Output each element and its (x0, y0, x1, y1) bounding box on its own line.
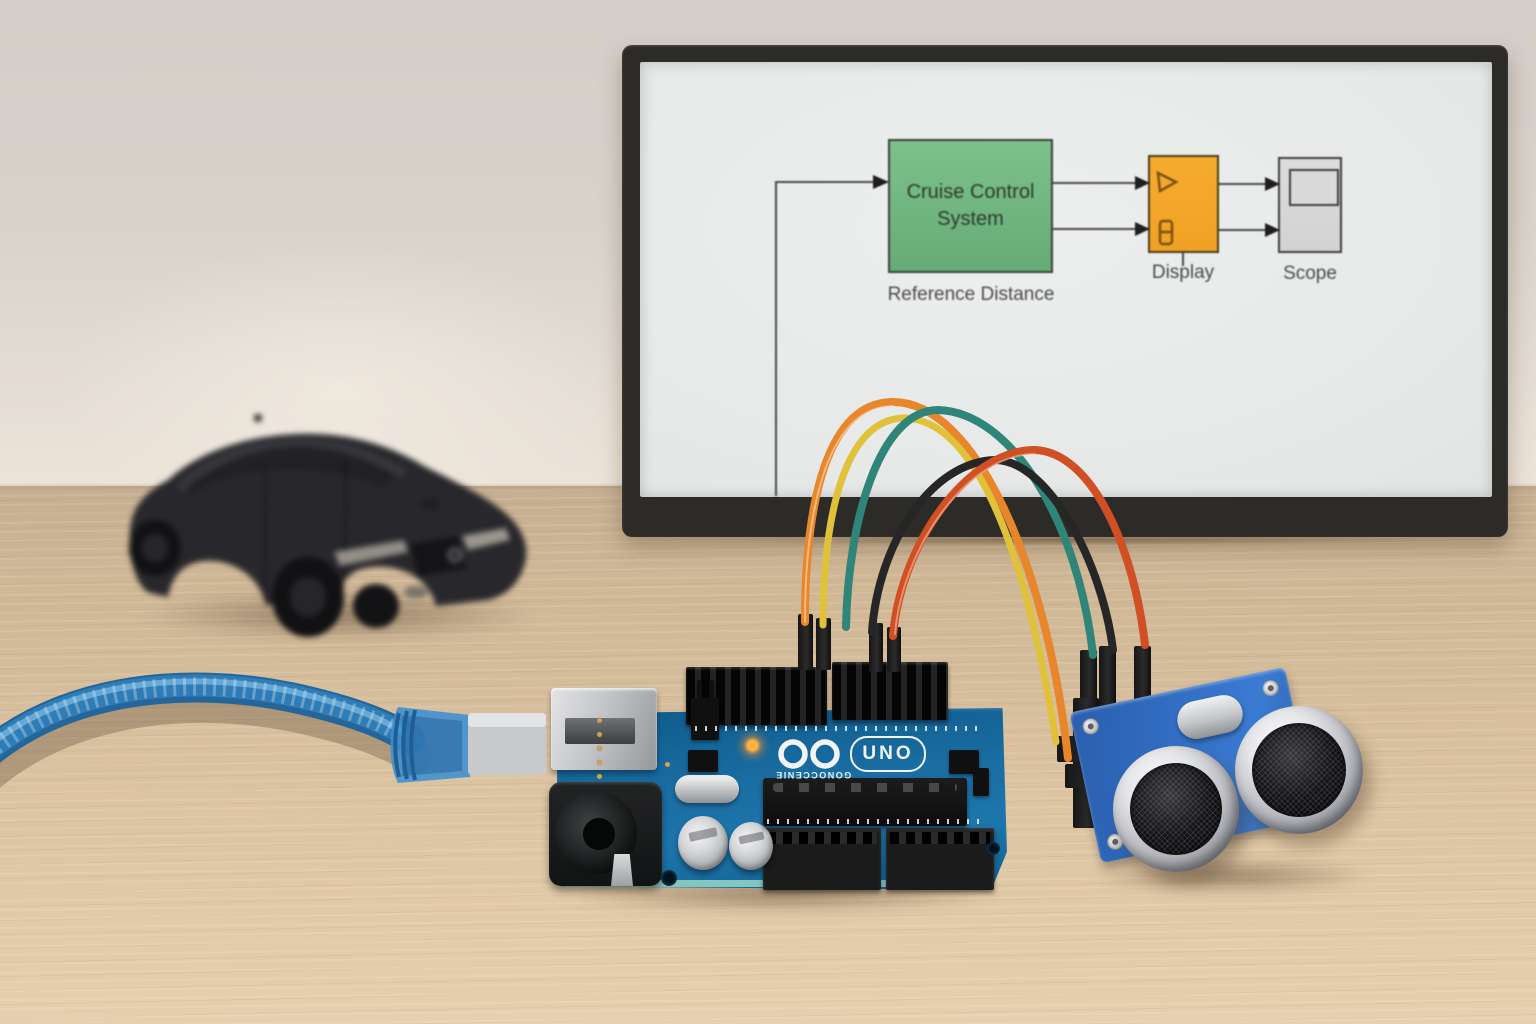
mounting-hole-2 (987, 842, 1000, 855)
gold-pad (597, 718, 602, 723)
infinity-logo-icon (778, 739, 840, 769)
arrowhead-into-display-bottom (1135, 222, 1150, 236)
arrowhead-into-cruise (873, 175, 889, 189)
arrowhead-into-display-top (1135, 176, 1150, 190)
usb-b-port (551, 688, 657, 770)
cable-shadow (0, 688, 431, 788)
ultrasonic-sensor (1055, 640, 1395, 900)
cable-braid-texture (0, 677, 413, 755)
display-icon-triangle (1156, 170, 1179, 194)
gold-pad (597, 732, 602, 737)
arrowhead-into-scope-bottom (1265, 223, 1280, 237)
power-header (763, 828, 881, 890)
side-component (973, 768, 989, 796)
monitor: Cruise Control System (622, 45, 1508, 537)
scope-block-icon (1289, 169, 1339, 206)
car-front-rim (290, 577, 326, 617)
jumper-housing-red (887, 627, 901, 672)
arrowhead-into-scope-top (1265, 177, 1280, 191)
car-door-seam (263, 469, 267, 603)
transducer-left-mesh (1130, 763, 1222, 855)
cruise-control-block-label: Cruise Control System (906, 181, 1035, 230)
atmega-chip (763, 778, 967, 826)
car-windows (186, 446, 396, 496)
transducer-right-mesh (1252, 723, 1346, 817)
jumper-housing-black (869, 623, 883, 672)
display-label: Display (1151, 262, 1215, 283)
sensor-screw-hole (1081, 716, 1101, 736)
uno-badge: UNO (850, 736, 926, 772)
icsp-header (691, 698, 719, 740)
power-led-on (747, 740, 758, 751)
car-door-seam-2 (341, 463, 347, 599)
usb-plug-metal-highlight (468, 713, 546, 727)
gold-pad (597, 774, 602, 779)
usb-plug-metal-sleeve (468, 713, 546, 775)
usb-plug-ridges (393, 709, 417, 781)
car-emblem-center (451, 551, 459, 559)
car-antenna (254, 414, 262, 422)
silkscreen-pin-labels-bottom (767, 819, 981, 824)
usb-cable (0, 672, 546, 788)
capacitor-2 (729, 822, 773, 870)
display-port-icons (1156, 170, 1179, 246)
transducer-right (1235, 706, 1363, 834)
crystal-oscillator (675, 775, 739, 803)
cable-highlight (0, 678, 407, 742)
transducer-left (1113, 746, 1239, 872)
car-roof-highlight (176, 438, 408, 492)
gold-pad (597, 760, 602, 765)
car-rear-rim (142, 534, 168, 562)
car-headlight-right (462, 528, 510, 550)
icsp-pin-2 (709, 680, 714, 700)
sensor-ground-shadow (1085, 858, 1375, 894)
mounting-hole (661, 870, 677, 886)
simulink-diagram: Cruise Control System (640, 62, 1492, 497)
analog-header (886, 828, 994, 890)
jumper-housing-yellow (816, 618, 831, 670)
sensor-screw-hole (1261, 678, 1281, 698)
car-headlight-left (334, 540, 408, 566)
feedback-line (775, 181, 874, 496)
power-jack-contact (611, 854, 633, 886)
toy-car (129, 414, 527, 637)
monitor-screen: Cruise Control System (640, 62, 1492, 497)
gold-pad (665, 762, 670, 767)
cruise-control-block: Cruise Control System (888, 139, 1053, 273)
car-far-wheel (353, 584, 399, 628)
scope-label: Scope (1283, 263, 1337, 284)
car-grille (410, 536, 466, 576)
diagram-signal-lines (775, 170, 1280, 496)
gold-pad (597, 746, 602, 751)
icsp-pin (697, 680, 702, 700)
jumper-housing-orange (798, 614, 813, 670)
capacitor-1 (678, 816, 728, 870)
component-block (688, 750, 718, 772)
arduino-board: UNO GONOCCENIE (545, 612, 1020, 922)
silkscreen-pin-labels-top (695, 726, 985, 731)
usb-plug-inner (402, 715, 462, 776)
scope-block (1278, 157, 1342, 253)
power-jack-pin-hole (583, 818, 615, 850)
car-mirror (420, 498, 440, 510)
car-fog-light (404, 586, 428, 598)
reference-distance-label: Reference Distance (887, 284, 1055, 305)
board-brand-text: GONOCCENIE (774, 770, 852, 780)
